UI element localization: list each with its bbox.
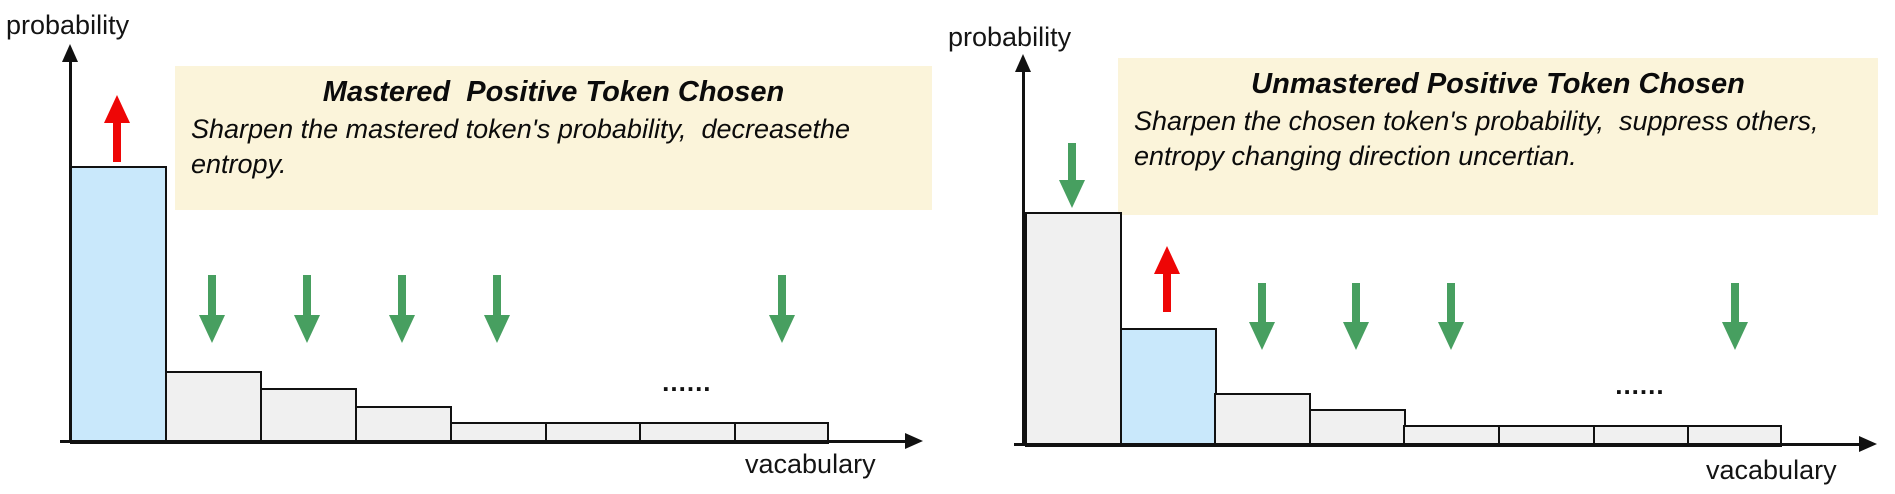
token-bar-5 [449, 422, 547, 444]
x-axis-arrow-icon [1859, 436, 1877, 452]
y-axis-line [1022, 70, 1025, 444]
x-axis-label: vacabulary [745, 449, 876, 479]
token-bar-8 [1687, 425, 1782, 447]
green-down-arrow-icon [1721, 283, 1748, 350]
token-bar-1 [1025, 212, 1123, 447]
token-bar-3 [1214, 393, 1312, 447]
red-up-arrow-icon [104, 95, 131, 162]
green-down-arrow-icon [1343, 283, 1370, 350]
green-down-arrow-icon [1059, 143, 1086, 208]
y-axis-arrow-icon [62, 44, 78, 62]
highlighted-token-bar-2 [1119, 328, 1217, 447]
x-axis-label: vacabulary [1706, 455, 1837, 485]
x-axis-arrow-icon [905, 433, 923, 449]
token-bar-5 [1403, 425, 1501, 447]
token-bar-6 [544, 422, 642, 444]
green-down-arrow-icon [1437, 283, 1464, 350]
note-text-line: entropy changing direction uncertian. [1134, 141, 1577, 171]
note-text-line: Sharpen the mastered token's probability… [191, 114, 851, 144]
token-bar-4 [354, 406, 453, 444]
annotation-note: Mastered Positive Token Chosen Sharpen t… [175, 66, 932, 210]
y-axis-label: probability [948, 22, 1072, 52]
green-down-arrow-icon [294, 275, 321, 343]
x-axis-line [1014, 443, 1860, 446]
highlighted-token-bar-1 [70, 166, 168, 444]
red-up-arrow-icon [1153, 246, 1180, 312]
green-down-arrow-icon [484, 275, 511, 343]
x-axis-line [60, 440, 906, 443]
y-axis-line [69, 60, 72, 441]
token-bar-7 [639, 422, 737, 444]
green-down-arrow-icon [1248, 283, 1275, 350]
green-down-arrow-icon [199, 275, 226, 343]
ellipsis-dots: ...... [1615, 370, 1665, 400]
token-bar-4 [1308, 409, 1406, 447]
note-title: Mastered Positive Token Chosen [322, 76, 785, 108]
token-bar-6 [1498, 425, 1596, 447]
token-bar-2 [164, 371, 263, 444]
token-bar-7 [1592, 425, 1690, 447]
ellipsis-dots: ...... [662, 367, 712, 397]
green-down-arrow-icon [389, 275, 416, 343]
note-text-line: entropy. [191, 149, 287, 179]
note-title: Unmastered Positive Token Chosen [1251, 68, 1745, 100]
token-bar-3 [259, 388, 358, 444]
y-axis-arrow-icon [1015, 54, 1031, 72]
annotation-note: Unmastered Positive Token Chosen Sharpen… [1118, 58, 1878, 215]
token-bar-8 [734, 422, 830, 444]
y-axis-label: probability [6, 10, 130, 40]
note-text-line: Sharpen the chosen token's probability, … [1134, 106, 1819, 136]
green-down-arrow-icon [768, 275, 795, 343]
